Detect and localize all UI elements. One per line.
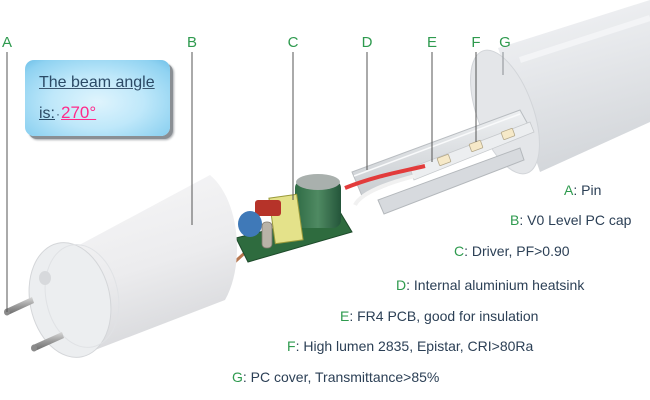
legend-sep: : [406,277,411,293]
callout-letter-f: F [471,34,481,51]
legend-key: C [454,243,465,259]
legend-item-d: D: Internal aluminium heatsink [396,277,584,293]
legend-text: Pin [577,182,602,198]
legend-sep: : [519,212,524,228]
legend-key: A [564,182,574,198]
legend-item-c: C: Driver, PF>0.90 [454,243,570,259]
electrolytic-capacitor [295,180,341,228]
legend-key: F [287,338,296,354]
legend-text: Internal aluminium heatsink [410,277,585,293]
legend-text: Driver, PF>0.90 [468,243,570,259]
end-cap [28,175,237,358]
led-chip [500,128,516,140]
legend-text: PC cover, Transmittance>85% [246,369,440,385]
beam-angle-value: 270° [61,103,97,122]
callout-letter-c: C [287,34,299,51]
legend-item-a: A: Pin [564,182,601,198]
legend-text: High lumen 2835, Epistar, CRI>80Ra [299,338,534,354]
resistor [261,221,273,249]
beam-angle-box: The beam angle is:·270° [25,60,170,136]
driver-board [235,174,353,263]
legend-key: E [340,308,350,324]
beam-angle-row: is:·270° [39,103,96,123]
callout-letter-b: B [186,34,198,51]
legend-key: D [396,277,407,293]
leader-lines [6,52,504,312]
legend-sep: : [573,182,578,198]
legend-item-b: B: V0 Level PC cap [510,212,631,228]
legend-sep: : [295,338,300,354]
callout-letter-a: A [1,34,13,51]
led-chip [436,154,452,166]
legend-text: V0 Level PC cap [523,212,632,228]
film-capacitor [255,200,281,216]
beam-angle-heading: The beam angle [39,74,155,91]
legend-sep: : [349,308,354,324]
legend-item-e: E: FR4 PCB, good for insulation [340,308,538,324]
legend-item-f: F: High lumen 2835, Epistar, CRI>80Ra [287,338,533,354]
callout-letter-g: G [499,34,511,51]
legend-key: G [232,369,243,385]
beam-angle-prefix: is: [39,105,55,122]
legend-sep: : [242,369,247,385]
legend-text: FR4 PCB, good for insulation [353,308,539,324]
callout-letter-d: D [361,34,373,51]
legend-item-g: G: PC cover, Transmittance>85% [232,369,439,385]
beam-angle-dot: · [56,107,60,121]
legend-sep: : [464,243,469,259]
y-capacitor [238,211,262,237]
legend-key: B [510,212,520,228]
pc-cover-tube [470,0,650,175]
led-chip [468,140,484,152]
callout-letter-e: E [426,34,438,51]
